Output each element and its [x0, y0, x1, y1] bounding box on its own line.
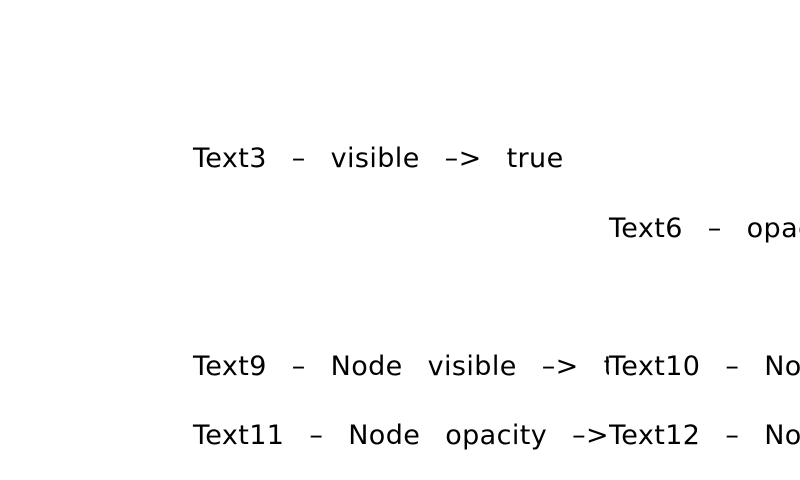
text-line-text12: Text12 – Node opacity –> 0.5: [609, 420, 800, 451]
text-line-text9: Text9 – Node visible –> true: [193, 351, 609, 382]
text-line-text10: Text10 – Node visible –> true: [609, 351, 800, 382]
text-line-text3: Text3 – visible –> true: [193, 143, 564, 174]
text-line-text6: Text6 – opacity –> 0.5: [609, 213, 800, 244]
text-row-text6: Text6 – opacity –> 0.5: [0, 213, 800, 253]
text-row-text11-text12: Text11 – Node opacity –> 0.5 Text12 – No…: [0, 420, 800, 460]
text-line-text11: Text11 – Node opacity –> 0.5: [193, 420, 609, 451]
text-band-text11: Text11 – Node opacity –> 0.5: [0, 420, 609, 460]
text-band-text10: Text10 – Node visible –> true: [609, 351, 800, 391]
text-row-text9-text10: Text9 – Node visible –> true Text10 – No…: [0, 351, 800, 391]
text-band-text9: Text9 – Node visible –> true: [0, 351, 609, 391]
text-band-text12: Text12 – Node opacity –> 0.5: [609, 420, 800, 460]
text-row-text3: Text3 – visible –> true: [0, 143, 800, 183]
